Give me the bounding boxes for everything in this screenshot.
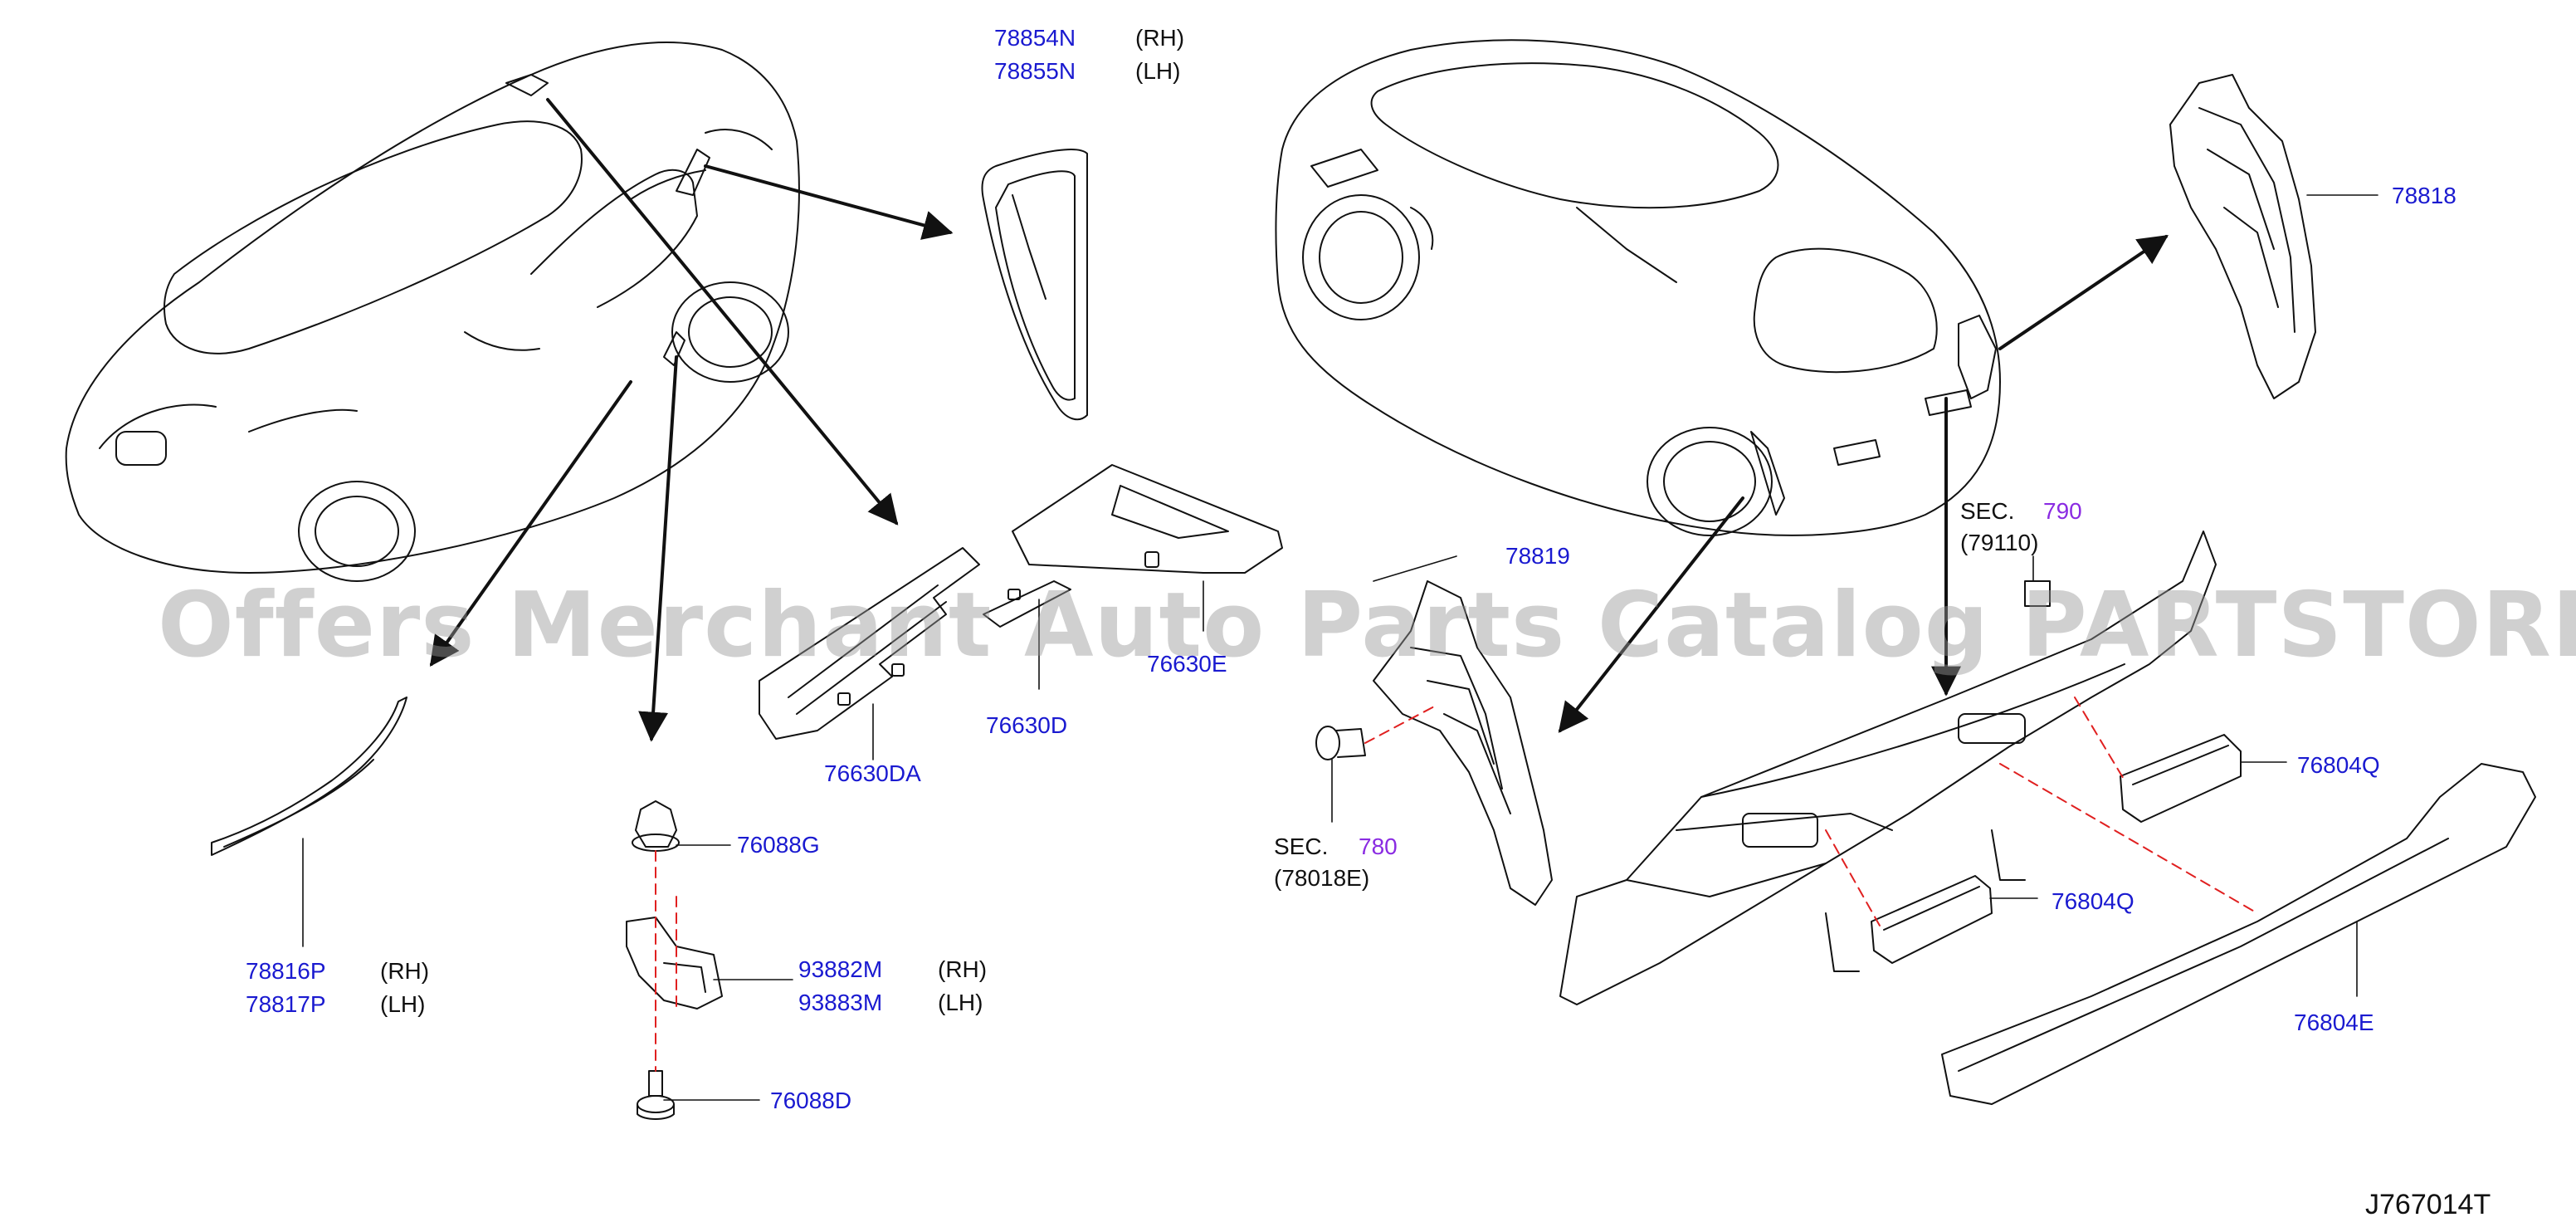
label-sec-780-number: 780: [1359, 834, 1398, 859]
label-93883M: 93883M: [798, 990, 883, 1015]
label-rh-93882M: (RH): [938, 956, 988, 982]
trim-panel-76630D: [983, 580, 1071, 628]
right-car-illustration: [1275, 39, 2001, 536]
label-78818: 78818: [2392, 183, 2456, 208]
label-76804E: 76804E: [2294, 1010, 2374, 1035]
label-76088G: 76088G: [737, 832, 820, 858]
rear-panel-assembly: [1559, 530, 2217, 1005]
sill-trim: [211, 697, 407, 856]
label-93882M: 93882M: [798, 956, 883, 982]
clip-sec-780: [1315, 726, 1366, 760]
trim-panel-76630E: [1012, 464, 1283, 574]
label-76630DA: 76630DA: [824, 760, 921, 786]
quarter-window-trim: [981, 149, 1088, 421]
label-sec-790-prefix: SEC.: [1960, 498, 2015, 524]
left-car-illustration: [65, 42, 800, 582]
label-lh-93883M: (LH): [938, 990, 983, 1015]
label-78854N: 78854N: [994, 25, 1076, 51]
label-76630E: 76630E: [1147, 651, 1227, 677]
watermark: Offers Merchant Auto Parts Catalog PARTS…: [158, 574, 2576, 677]
label-rh-78854N: (RH): [1135, 25, 1185, 51]
bracket-78819: [1373, 580, 1553, 906]
foam-76804E: [1941, 763, 2536, 1105]
label-78816P: 78816P: [246, 958, 326, 984]
trim-panel-76630DA: [759, 547, 980, 740]
label-sec-780-ref: (78018E): [1274, 865, 1370, 891]
bolt-76088D: [637, 1070, 675, 1120]
label-sec-790-ref: (79110): [1960, 530, 2039, 555]
label-lh-78817P: (LH): [380, 991, 426, 1017]
bracket-93882M: [626, 917, 723, 1010]
callout-arrows: [429, 98, 2169, 742]
label-76088D: 76088D: [770, 1088, 852, 1113]
label-76804Q-left: 76804Q: [2052, 888, 2134, 914]
label-78855N: 78855N: [994, 58, 1076, 84]
dashed-links: [655, 697, 2258, 1072]
leader-lines: [302, 194, 2378, 1101]
label-rh-78816P: (RH): [380, 958, 430, 984]
diagram-code: J767014T: [2365, 1189, 2491, 1220]
clip-76088G: [632, 800, 680, 852]
label-78819: 78819: [1505, 543, 1570, 569]
label-sec-790-number: 790: [2043, 498, 2082, 524]
label-78817P: 78817P: [246, 991, 326, 1017]
label-lh-78855N: (LH): [1135, 58, 1181, 84]
label-sec-780-prefix: SEC.: [1274, 834, 1329, 859]
pad-76804Q-right: [2120, 734, 2242, 823]
label-76804Q-right: 76804Q: [2297, 752, 2380, 778]
bracket-78818: [2169, 74, 2316, 399]
pad-76804Q-left: [1871, 875, 1993, 964]
label-76630D: 76630D: [986, 712, 1068, 738]
